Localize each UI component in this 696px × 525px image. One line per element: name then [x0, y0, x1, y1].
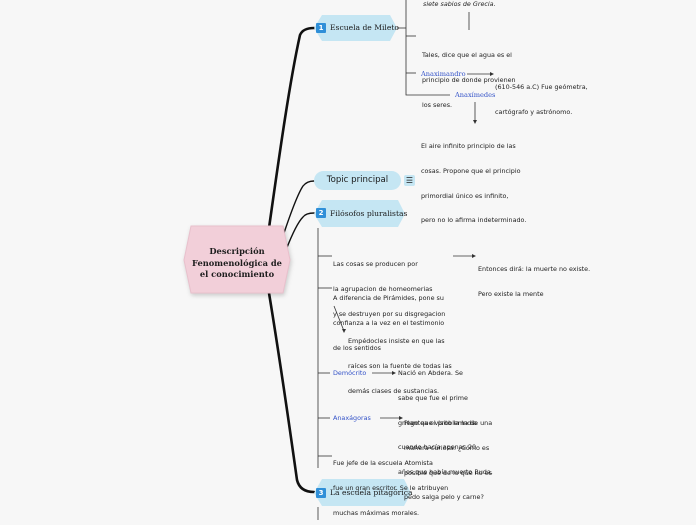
anaxagoras-link[interactable]: Anaxágoras [333, 414, 371, 422]
diferencia-line-2: confianza a la vez en el testimonio [333, 319, 445, 328]
anaximenes-note-line-4: pero no lo afirma indeterminado. [421, 216, 527, 225]
branch-filosofos-pluralistas [285, 212, 315, 251]
diferencia-line-3: de los sentidos [333, 343, 381, 352]
diferencia-note[interactable]: A diferencia de Pirámides, pone su confi… [333, 278, 444, 360]
central-title-line-1: Descripción [209, 246, 265, 256]
topic-shape-pitagorica [314, 479, 411, 506]
tales-line-2: principio de donde provienen [422, 76, 516, 85]
branch-escuela-de-mileto [267, 26, 316, 230]
cosas-line-2: la agrupacion de homeomerias [333, 285, 433, 294]
muerte-line-2: Pero existe la mente [478, 290, 544, 299]
democrito-line-5: años que había muerto Buda. [398, 467, 493, 476]
anaxagoras-line-3: posible que de lo que no es [404, 468, 492, 477]
mileto-top-note: siete sabios de Grecia. [423, 0, 496, 8]
tales-note[interactable]: Tales, dice que el agua es el principio … [422, 35, 516, 117]
empedocles-line-2: raíces son la fuente de todas las [348, 362, 452, 371]
central-title-line-2: Fenomenológica de [192, 257, 282, 268]
topic-shape-pluralistas [314, 200, 405, 227]
central-node[interactable]: Descripción Fenomenológica de el conocim… [191, 246, 283, 281]
anaximandro-note-line-1: (610-546 a.C) Fue geómetra, [495, 83, 588, 92]
jefe-line-1: Fue jefe de la escuela Atomista [333, 459, 433, 468]
muerte-note[interactable]: Entonces dirá: la muerte no existe. Pero… [478, 249, 590, 306]
tales-line-3: los seres. [422, 100, 453, 109]
topic-shape-mileto [314, 15, 397, 41]
anaximandro-link[interactable]: Anaximandro [421, 70, 466, 78]
anaximenes-note[interactable]: El aire infinito principio de las cosas.… [421, 126, 526, 233]
anaxagoras-note[interactable]: Plantea el problema de una manera curios… [404, 403, 492, 510]
democrito-line-2: sabe que fue el prime [398, 394, 468, 403]
cosas-note[interactable]: Las cosas se producen por la agrupacion … [333, 244, 445, 326]
empedocles-line-3: demás clases de sustancias. [348, 386, 440, 395]
topic-filosofos-pluralistas[interactable]: Filósofos pluralistas [330, 209, 408, 218]
anaxagoras-line-1: Plantea el problema de una [404, 419, 493, 428]
democrito-line-3: griego que visito la India [398, 418, 477, 427]
topic-number-badge-3: 3 [316, 488, 326, 498]
anaxagoras-line-4: pedo salga pelo y carne? [404, 493, 484, 502]
tales-line-1: Tales, dice que el agua es el [422, 51, 512, 60]
anaximandro-note[interactable]: (610-546 a.C) Fue geómetra, cartógrafo y… [495, 67, 588, 124]
topic-number-badge-2: 2 [316, 208, 326, 218]
topic-principal[interactable]: Topic principal [314, 171, 401, 190]
topic-escuela-pitagorica[interactable]: La escuela pitagórica [330, 488, 413, 497]
anaximenes-note-line-1: El aire infinito principio de las [421, 142, 516, 151]
anaximenes-note-line-2: cosas. Propone que el principio [421, 167, 521, 176]
anaximenes-note-line-3: primordial único es infinito, [421, 191, 509, 200]
anaximenes-link[interactable]: Anaxímedes [455, 91, 496, 99]
empedocles-line-1: Empédocles insiste en que las [348, 337, 445, 346]
anaximandro-note-line-2: cartógrafo y astrónomo. [495, 108, 573, 117]
muerte-line-1: Entonces dirá: la muerte no existe. [478, 265, 591, 274]
empedocles-note[interactable]: Empédocles insiste en que las raíces son… [348, 321, 452, 403]
topic-escuela-de-mileto[interactable]: Escuela de Mileto [330, 23, 399, 32]
jefe-line-2: fue un gran escritor. Se le atribuyen [333, 484, 449, 493]
jefe-line-3: muchas máximas morales. [333, 508, 420, 517]
topic-number-badge-1: 1 [316, 23, 326, 33]
democrito-note[interactable]: Nació en Abdera. Se sabe que fue el prim… [398, 353, 493, 484]
jefe-atomista-note[interactable]: Fue jefe de la escuela Atomista fue un g… [333, 443, 448, 525]
diferencia-line-1: A diferencia de Pirámides, pone su [333, 294, 444, 303]
branch-escuela-pitagorica [267, 291, 316, 494]
central-title-line-3: el conocimiento [199, 269, 275, 279]
anaxagoras-line-2: manera curiosa: ¿Cómo es [404, 444, 490, 453]
cosas-line-3: y se destruyen por su disgregacion [333, 309, 446, 318]
democrito-line-4: cuando hacía apenas 20 [398, 443, 477, 452]
branch-topic-principal [282, 180, 315, 237]
democrito-link[interactable]: Demócrito [333, 369, 367, 377]
central-node-shape [183, 225, 291, 294]
list-icon[interactable]: ☰ [404, 175, 415, 186]
democrito-line-1: Nació en Abdera. Se [398, 369, 463, 378]
cosas-line-1: Las cosas se producen por [333, 260, 418, 269]
